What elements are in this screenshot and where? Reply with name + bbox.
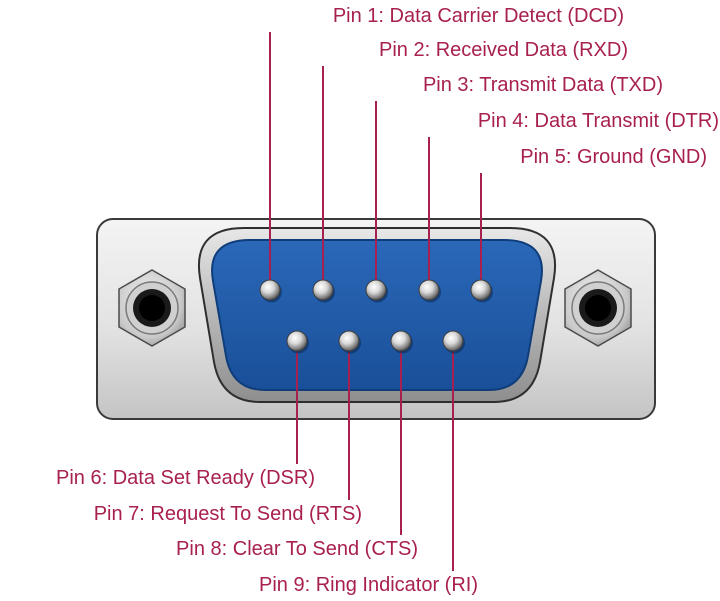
pin-1 <box>259 279 282 303</box>
pin-label-2: Pin 2: Received Data (RXD) <box>379 39 628 61</box>
pin-label-1: Pin 1: Data Carrier Detect (DCD) <box>333 5 624 27</box>
pin-label-4: Pin 4: Data Transmit (DTR) <box>478 110 719 132</box>
pin-9 <box>442 330 465 354</box>
pin-8 <box>390 330 413 354</box>
pin-label-8: Pin 8: Clear To Send (CTS) <box>176 538 418 560</box>
pin-contacts <box>259 279 493 354</box>
pin-3 <box>365 279 388 303</box>
pin-5 <box>470 279 493 303</box>
pin-label-9: Pin 9: Ring Indicator (RI) <box>259 574 478 596</box>
pin-4 <box>418 279 441 303</box>
left-hex-nut-icon <box>118 269 186 347</box>
right-hex-nut-icon <box>564 269 632 347</box>
pin-labels: Pin 1: Data Carrier Detect (DCD) Pin 2: R… <box>56 5 719 596</box>
pin-label-5: Pin 5: Ground (GND) <box>520 146 707 168</box>
pin-label-6: Pin 6: Data Set Ready (DSR) <box>56 467 315 489</box>
pin-6 <box>286 330 309 354</box>
pin-7 <box>338 330 361 354</box>
pin-2 <box>312 279 335 303</box>
pin-label-3: Pin 3: Transmit Data (TXD) <box>423 74 663 96</box>
pin-label-7: Pin 7: Request To Send (RTS) <box>94 503 362 525</box>
pin-leader-lines <box>269 32 482 571</box>
